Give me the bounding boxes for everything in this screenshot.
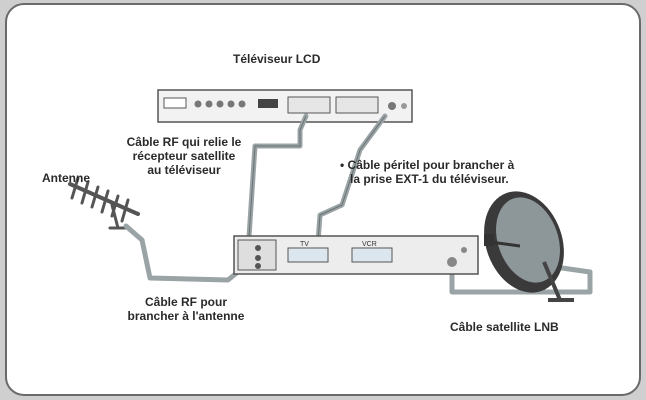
receiver-scart-tv <box>287 247 329 263</box>
lcd-tv <box>157 89 413 123</box>
rf-antenna-label: Câble RF pour brancher à l'antenne <box>106 295 266 323</box>
receiver-scart-vcr <box>351 247 393 263</box>
lnb-cable <box>449 261 593 295</box>
rf-receiver-line-2: récepteur satellite <box>132 149 236 163</box>
satellite-dish-icon <box>484 191 574 302</box>
rf-receiver-tv-label: Câble RF qui relie le récepteur satellit… <box>110 135 258 177</box>
rf-antenna-line-1: Câble RF pour <box>144 295 227 309</box>
rf-receiver-line-3: au téléviseur <box>147 163 221 177</box>
lnb-cable-label: Câble satellite LNB <box>450 320 559 334</box>
rf-receiver-line-1: Câble RF qui relie le <box>126 135 242 149</box>
receiver-port-vcr-label: VCR <box>362 241 377 248</box>
antenna-icon <box>68 176 140 230</box>
rf-antenna-line-2: brancher à l'antenne <box>127 309 245 323</box>
scart-line-2: la prise EXT-1 du téléviseur. <box>350 172 509 186</box>
tv-title: Téléviseur LCD <box>233 52 321 66</box>
scart-port-1 <box>287 96 331 114</box>
scart-port-2 <box>335 96 379 114</box>
antenna-label: Antenne <box>42 171 90 185</box>
scart-line-1: • Câble péritel pour brancher à <box>340 158 515 172</box>
satellite-receiver <box>233 235 479 275</box>
receiver-port-tv-label: TV <box>300 241 309 248</box>
scart-cable-label: • Câble péritel pour brancher à la prise… <box>340 158 514 186</box>
